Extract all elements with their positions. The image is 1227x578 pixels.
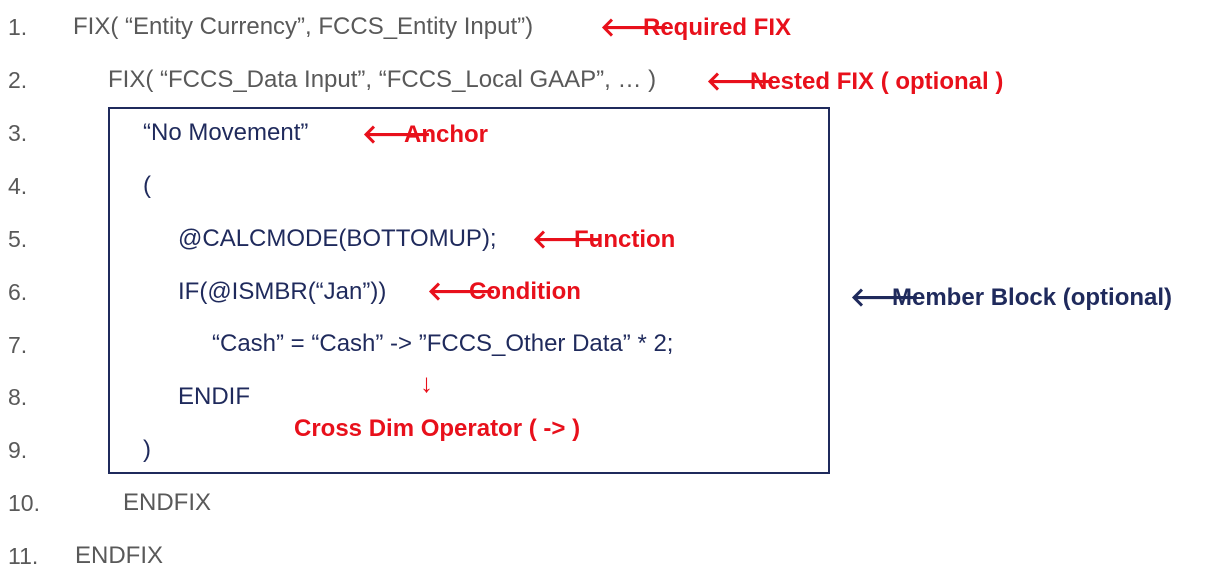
arrow-left-icon: 🡐 — [706, 66, 776, 96]
code-line-cash: “Cash” = “Cash” -> ”FCCS_Other Data” * 2… — [212, 330, 674, 357]
code-line-endfix-inner: ENDFIX — [123, 489, 212, 516]
line-number: 2. — [8, 67, 28, 93]
arrow-left-icon: 🡐 — [850, 282, 920, 312]
member-block-frame — [108, 107, 830, 474]
code-line-anchor: “No Movement” — [143, 119, 309, 146]
line-number: 10. — [8, 490, 40, 516]
code-line-endif: ENDIF — [178, 383, 250, 410]
code-line-if: IF(@ISMBR(“Jan”)) — [178, 278, 387, 305]
line-number: 1. — [8, 14, 28, 40]
code-line-calcmode: @CALCMODE(BOTTOMUP); — [178, 225, 497, 252]
annotation-nested-fix: Nested FIX ( optional ) — [750, 68, 1004, 95]
annotation-condition: Condition — [469, 278, 581, 305]
code-line-close-paren: ) — [143, 436, 151, 463]
code-line-nested-fix: FIX( “FCCS_Data Input”, “FCCS_Local GAAP… — [108, 66, 657, 93]
annotation-function: Function — [574, 226, 676, 253]
annotation-required-fix: Required FIX — [643, 14, 792, 41]
annotation-anchor: Anchor — [404, 121, 488, 148]
code-line-endfix-outer: ENDFIX — [75, 542, 164, 569]
arrow-left-icon: 🡐 — [600, 12, 670, 42]
line-number: 5. — [8, 226, 28, 252]
code-line-open-paren: ( — [143, 172, 151, 199]
arrow-left-icon: 🡐 — [532, 224, 602, 254]
line-number: 8. — [8, 384, 28, 410]
annotation-member-block: Member Block (optional) — [892, 284, 1173, 311]
line-number: 4. — [8, 173, 28, 199]
arrow-left-icon: 🡐 — [427, 276, 497, 306]
line-number: 9. — [8, 437, 28, 463]
arrow-down-icon: ↓ — [420, 368, 433, 398]
arrow-left-icon: 🡐 — [362, 119, 432, 149]
annotation-cross-dim: Cross Dim Operator ( -> ) — [294, 415, 581, 442]
line-number: 7. — [8, 332, 28, 358]
line-number: 6. — [8, 279, 28, 305]
line-number: 3. — [8, 120, 28, 146]
line-number: 11. — [8, 543, 39, 569]
code-line-fix: FIX( “Entity Currency”, FCCS_Entity Inpu… — [73, 13, 534, 40]
